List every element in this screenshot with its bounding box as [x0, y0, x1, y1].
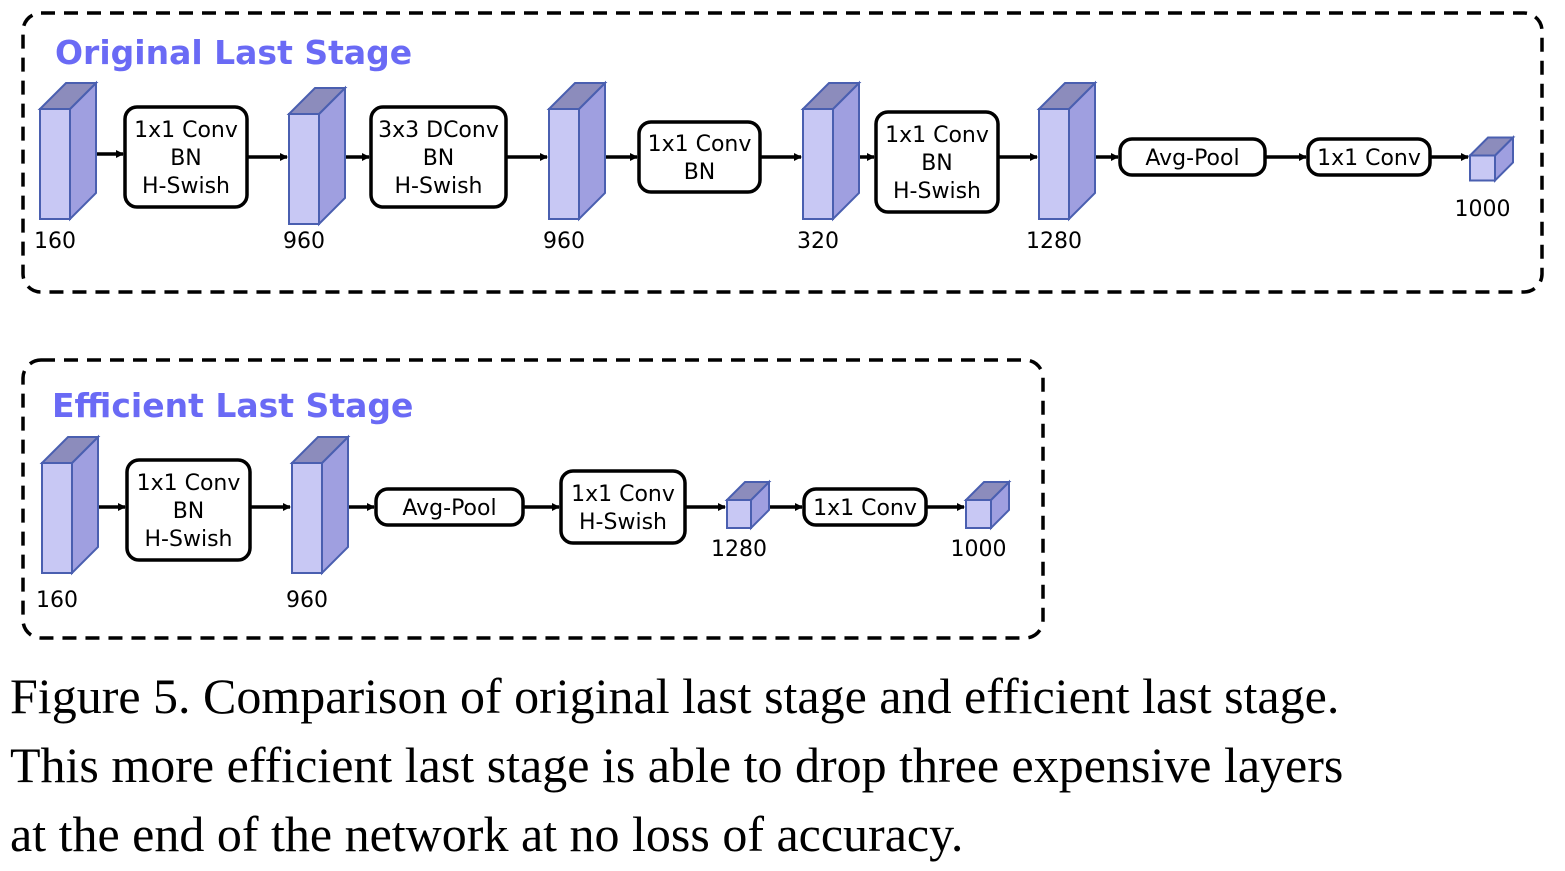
layer-box-label: BN [423, 146, 455, 171]
layer-box-label: H-Swish [395, 174, 483, 199]
layer-box-label: H-Swish [142, 174, 230, 199]
tensor-dim-label: 1000 [951, 537, 1007, 562]
original-stage-border [21, 11, 1544, 294]
tensor-dim-label: 320 [797, 229, 839, 254]
tensor-block: 960 [283, 85, 348, 254]
tensor-dim-label: 1000 [1455, 197, 1511, 222]
layer-box-frame [369, 105, 508, 209]
layer-box-label: BN [684, 160, 716, 185]
layer-box-label: 3x3 DConv [378, 118, 499, 143]
layer-box-frame [559, 469, 687, 545]
layer-box-label: 1x1 Conv [1317, 146, 1421, 171]
tensor-block: 160 [36, 434, 101, 613]
tensor-block: 1000 [1455, 135, 1516, 222]
layer-box-frame [374, 487, 525, 527]
layer-box-frame [637, 120, 762, 194]
tensor-front-face [41, 462, 73, 574]
layer-box-frame [123, 105, 249, 209]
tensor-dim-label: 160 [34, 229, 76, 254]
tensor-front-face [726, 499, 752, 529]
tensor-dim-label: 1280 [1026, 229, 1082, 254]
tensor-dim-label: 960 [543, 229, 585, 254]
tensor-front-face [802, 108, 834, 220]
layer-box-frame [874, 110, 1000, 214]
tensor-block: 960 [286, 434, 351, 613]
layer-box: 1x1 Conv [1306, 137, 1432, 177]
layer-box-frame [125, 458, 252, 562]
layer-box-label: H-Swish [145, 527, 233, 552]
layer-box-frame [1118, 137, 1267, 177]
tensor-front-face [548, 108, 580, 220]
tensor-dim-label: 1280 [711, 537, 767, 562]
layer-box: 1x1 Conv [802, 487, 928, 527]
efficient-stage-border [21, 358, 1045, 640]
tensor-front-face [1038, 108, 1070, 220]
layer-box-label: H-Swish [893, 179, 981, 204]
layer-box-label: 1x1 Conv [648, 132, 752, 157]
tensor-dim-label: 960 [286, 588, 328, 613]
tensor-block: 1000 [951, 479, 1012, 562]
layer-box-label: 1x1 Conv [137, 471, 241, 496]
layer-box-label: Avg-Pool [1145, 146, 1239, 171]
layer-box-label: BN [921, 151, 953, 176]
layer-box-label: Avg-Pool [402, 496, 496, 521]
tensor-dim-label: 960 [283, 229, 325, 254]
tensor-block: 320 [797, 80, 862, 254]
original-stage-title: Original Last Stage [55, 33, 412, 72]
layer-box: Avg-Pool [374, 487, 525, 527]
layer-box-label: 1x1 Conv [813, 496, 917, 521]
tensor-block: 160 [34, 80, 99, 254]
tensor-block: 960 [543, 80, 608, 254]
tensor-front-face [1469, 154, 1496, 182]
layer-box-label: BN [170, 146, 202, 171]
figure-caption: Figure 5. Comparison of original last st… [10, 662, 1560, 869]
tensor-front-face [288, 113, 320, 225]
layer-box-label: 1x1 Conv [134, 118, 238, 143]
tensor-dim-label: 160 [36, 588, 78, 613]
tensor-front-face [291, 462, 323, 574]
layer-box-label: 1x1 Conv [885, 123, 989, 148]
layer-box-label: H-Swish [579, 510, 667, 535]
caption-line: This more efficient last stage is able t… [10, 737, 1344, 793]
layer-box-label: BN [173, 499, 205, 524]
efficient-stage-title: Efficient Last Stage [52, 386, 413, 425]
tensor-block: 1280 [711, 479, 772, 562]
tensor-front-face [965, 499, 992, 529]
caption-line: at the end of the network at no loss of … [10, 806, 964, 862]
layer-box: Avg-Pool [1118, 137, 1267, 177]
layer-box-frame [1306, 137, 1432, 177]
tensor-front-face [39, 108, 71, 220]
layer-box-label: 1x1 Conv [571, 482, 675, 507]
layer-box-frame [802, 487, 928, 527]
caption-line: Figure 5. Comparison of original last st… [10, 668, 1340, 724]
tensor-block: 1280 [1026, 80, 1098, 254]
